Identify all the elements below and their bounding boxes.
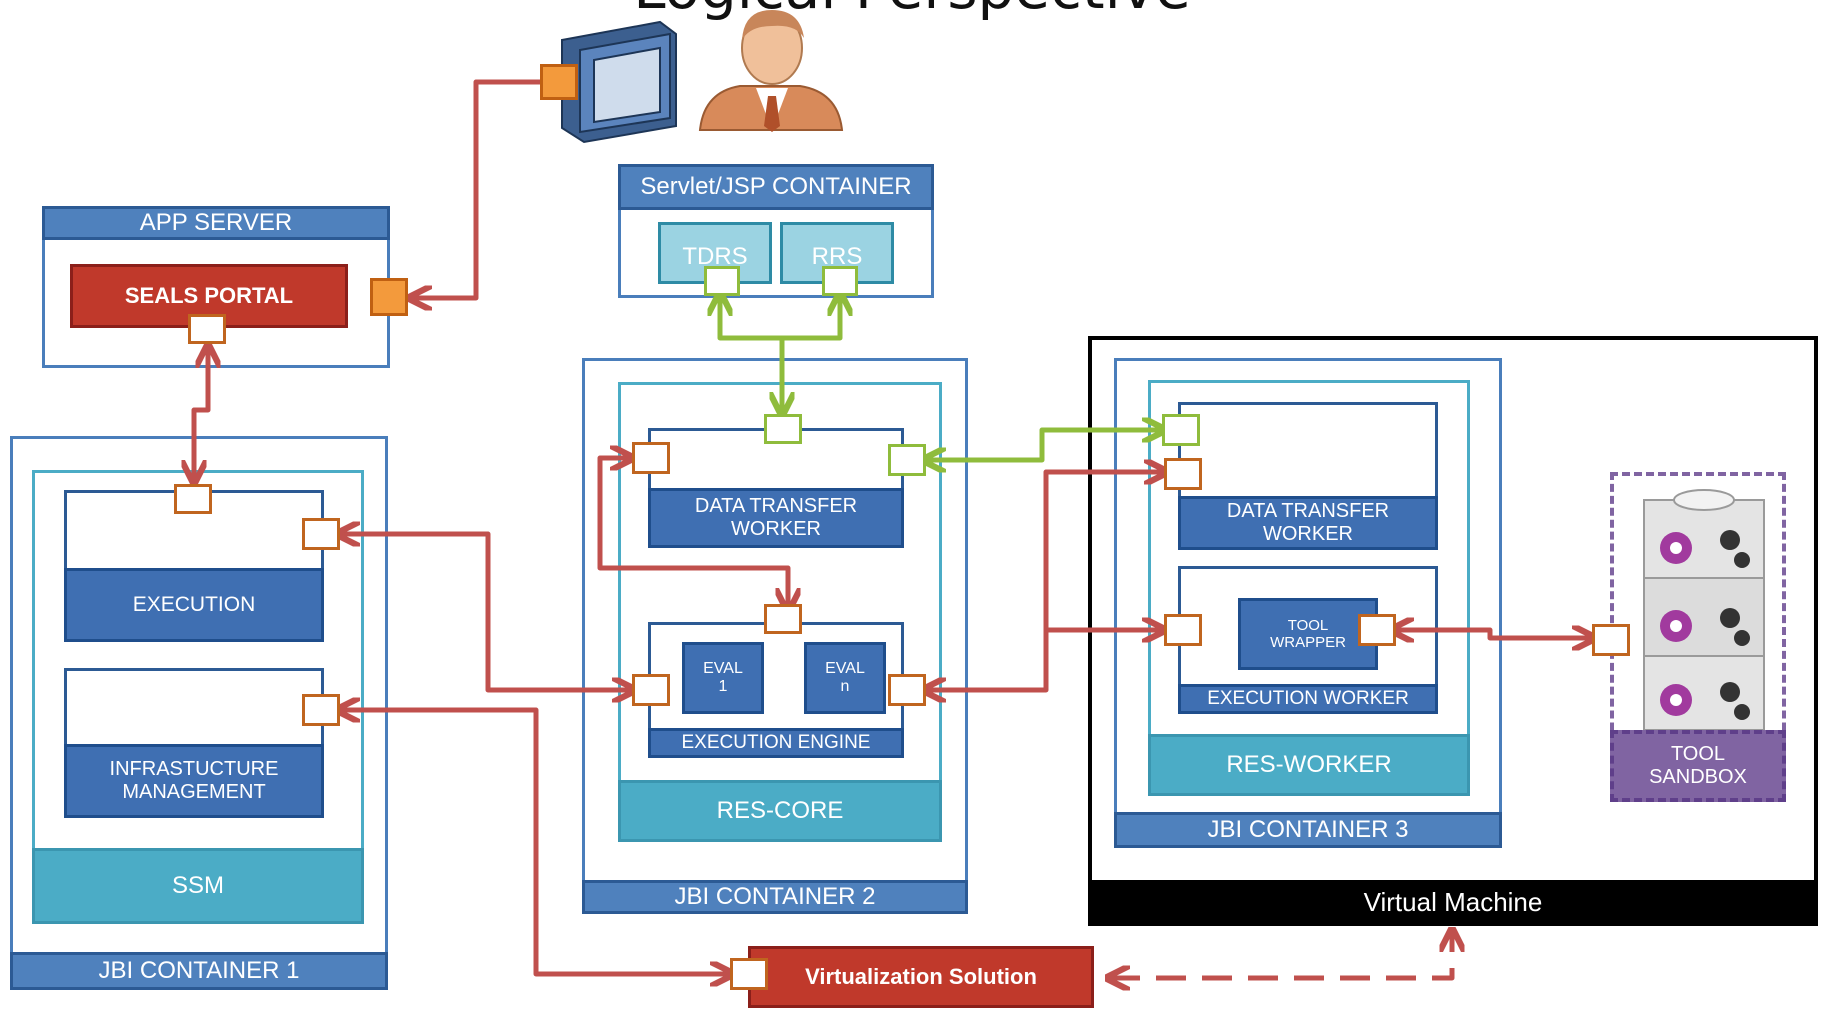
port-execution-right[interactable] xyxy=(302,518,340,550)
port-rrs[interactable] xyxy=(822,266,858,296)
port-engine-right[interactable] xyxy=(888,674,926,706)
port-dtw2-top[interactable] xyxy=(764,414,802,444)
port-execution-top[interactable] xyxy=(174,484,212,514)
port-tool-wrapper[interactable] xyxy=(1358,614,1396,646)
res-worker-bar: RES-WORKER xyxy=(1148,734,1470,796)
user-icon xyxy=(698,10,844,132)
monitor-icon xyxy=(561,20,677,144)
port-engine-left[interactable] xyxy=(632,674,670,706)
arrow-tdrs-dtw xyxy=(720,296,840,341)
port-dtw2-left[interactable] xyxy=(632,442,670,474)
exec-worker-label: EXECUTION WORKER xyxy=(1178,684,1438,714)
jbi2-label: JBI CONTAINER 2 xyxy=(582,880,968,914)
servlet-container-header: Servlet/JSP CONTAINER xyxy=(618,164,934,210)
evaln-box[interactable]: EVAL n xyxy=(804,642,886,714)
infra-label: INFRASTUCTURE MANAGEMENT xyxy=(64,744,324,818)
jbi3-label: JBI CONTAINER 3 xyxy=(1114,812,1502,848)
jbi1-label: JBI CONTAINER 1 xyxy=(10,952,388,990)
port-infra-right[interactable] xyxy=(302,694,340,726)
virtualization-solution-box[interactable]: Virtualization Solution xyxy=(748,946,1094,1008)
dtw3-label: DATA TRANSFER WORKER xyxy=(1178,496,1438,550)
page-title: Logical Perspective xyxy=(0,0,1824,22)
arrow-virtualization-vm xyxy=(1110,932,1452,978)
app-server-header: APP SERVER xyxy=(42,206,390,240)
exec-engine-label: EXECUTION ENGINE xyxy=(648,728,904,758)
port-app-server[interactable] xyxy=(370,278,408,316)
res-core-bar: RES-CORE xyxy=(618,780,942,842)
virtual-machine-label: Virtual Machine xyxy=(1088,880,1818,926)
port-monitor[interactable] xyxy=(540,64,578,100)
arrow-monitor-portal xyxy=(412,79,540,298)
port-virtualization[interactable] xyxy=(730,958,768,990)
port-portal[interactable] xyxy=(188,314,226,344)
port-sandbox[interactable] xyxy=(1592,624,1630,656)
port-dtw3-left[interactable] xyxy=(1164,458,1202,490)
dtw2-label: DATA TRANSFER WORKER xyxy=(648,488,904,548)
eval1-box[interactable]: EVAL 1 xyxy=(682,642,764,714)
tool-wrapper-box[interactable]: TOOL WRAPPER xyxy=(1238,598,1378,670)
tool-sandbox-label: TOOL SANDBOX xyxy=(1610,730,1786,802)
port-engine-top[interactable] xyxy=(764,604,802,634)
port-tdrs[interactable] xyxy=(704,266,740,296)
port-dtw3-top[interactable] xyxy=(1162,414,1200,446)
execution-label: EXECUTION xyxy=(64,568,324,642)
ssm-bar: SSM xyxy=(32,848,364,924)
port-execworker-left[interactable] xyxy=(1164,614,1202,646)
port-dtw2-right[interactable] xyxy=(888,444,926,476)
